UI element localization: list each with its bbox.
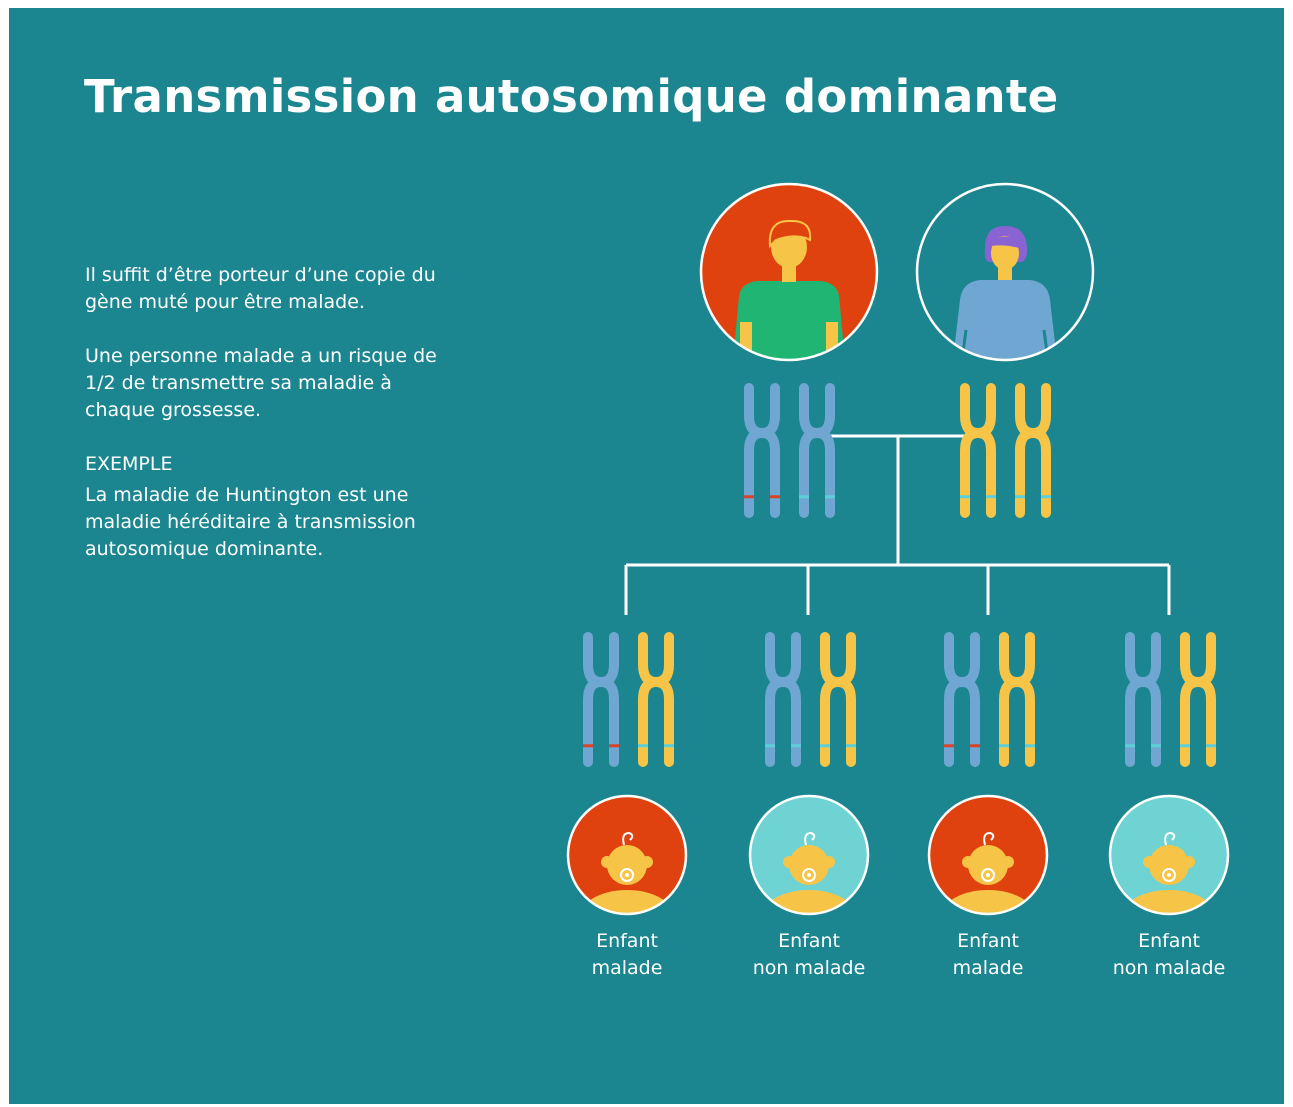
child-chromosome-father bbox=[765, 632, 801, 767]
father-chromosome-normal bbox=[799, 383, 835, 518]
child-label-line2: malade bbox=[952, 957, 1024, 979]
child-label: Enfant malade bbox=[888, 928, 1088, 982]
child-label-line2: non malade bbox=[1112, 957, 1226, 979]
child-label-line1: Enfant bbox=[596, 930, 658, 952]
child-label: Enfant malade bbox=[527, 928, 727, 982]
child-unaffected-baby-icon bbox=[748, 794, 870, 916]
child-chromosome-mother bbox=[999, 632, 1035, 767]
child-affected-baby-icon bbox=[927, 794, 1049, 916]
child-label-line2: malade bbox=[591, 957, 663, 979]
father-avatar-icon bbox=[699, 182, 879, 362]
example-heading: EXEMPLE bbox=[85, 453, 173, 475]
child-unaffected-baby-icon bbox=[1108, 794, 1230, 916]
child-label-line1: Enfant bbox=[957, 930, 1019, 952]
mother-avatar-icon bbox=[915, 182, 1095, 362]
child-chromosome-father bbox=[1125, 632, 1161, 767]
children-avatars bbox=[566, 794, 1230, 916]
child-chromosome-mother bbox=[638, 632, 674, 767]
infographic-panel bbox=[9, 8, 1284, 1104]
mother-chromosome-1 bbox=[960, 383, 996, 518]
example-text: La maladie de Huntington est une maladie… bbox=[85, 484, 416, 560]
child-chromosome-father bbox=[583, 632, 619, 767]
child-label: Enfant non malade bbox=[709, 928, 909, 982]
page-title: Transmission autosomique dominante bbox=[84, 70, 1059, 123]
chromosomes bbox=[583, 383, 1216, 767]
father-chromosome-mutated bbox=[744, 383, 780, 518]
child-label: Enfant non malade bbox=[1069, 928, 1269, 982]
risk-paragraph: Une personne malade a un risque de 1/2 d… bbox=[85, 345, 437, 421]
child-affected-baby-icon bbox=[566, 794, 688, 916]
explanation-paragraph: Il suffit d’être porteur d’une copie du … bbox=[85, 264, 436, 313]
child-label-line1: Enfant bbox=[778, 930, 840, 952]
child-chromosome-father bbox=[944, 632, 980, 767]
child-label-line2: non malade bbox=[752, 957, 866, 979]
pedigree-lines bbox=[624, 434, 1171, 615]
child-label-line1: Enfant bbox=[1138, 930, 1200, 952]
child-chromosome-mother bbox=[820, 632, 856, 767]
mother-chromosome-2 bbox=[1015, 383, 1051, 518]
child-chromosome-mother bbox=[1180, 632, 1216, 767]
